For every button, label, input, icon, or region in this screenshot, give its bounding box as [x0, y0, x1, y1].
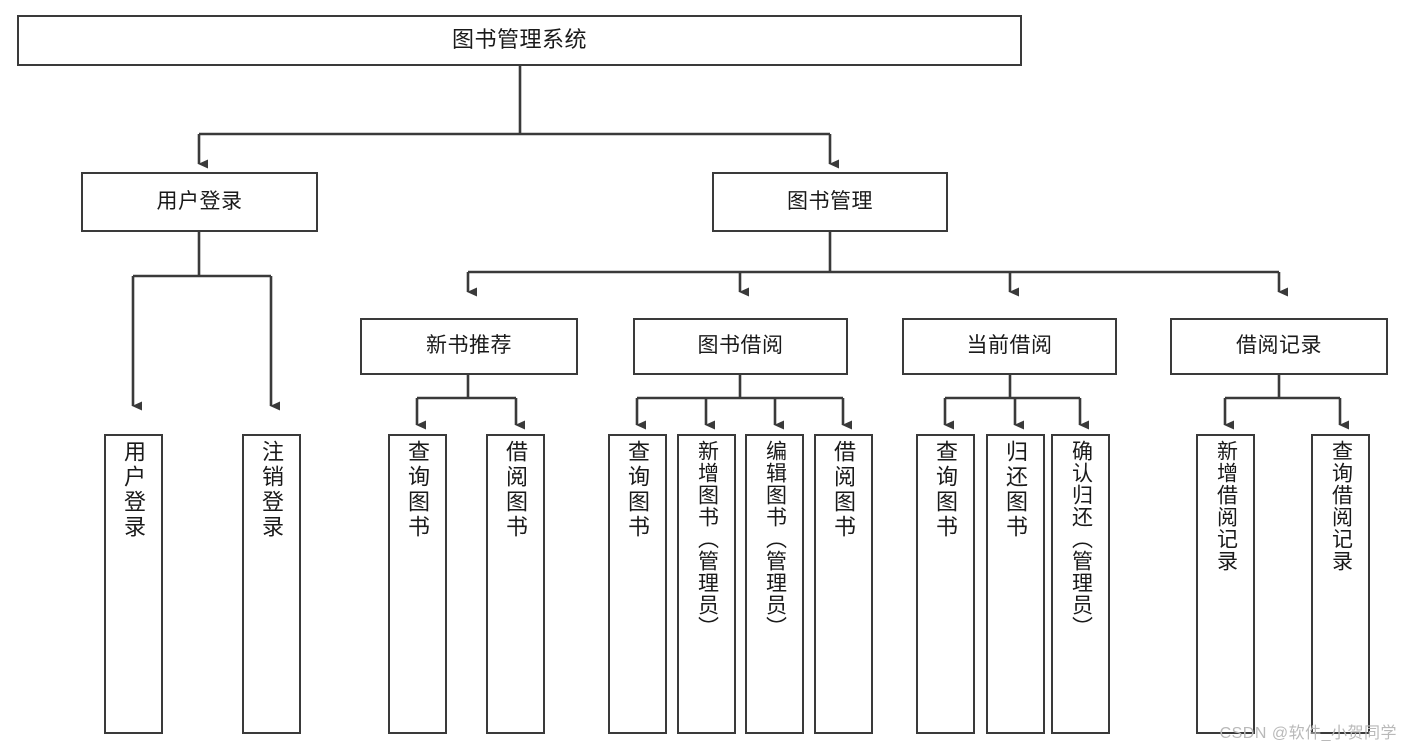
leaf-confirm-return-admin[interactable]: 确认归还（管理员） — [1051, 434, 1110, 734]
node-label: 确认归还（管理员） — [1069, 440, 1093, 638]
node-label: 图书管理 — [787, 189, 873, 213]
leaf-borrow-book[interactable]: 借阅图书 — [814, 434, 873, 734]
node-book-borrow[interactable]: 图书借阅 — [633, 318, 848, 375]
node-label: 查询图书 — [625, 440, 651, 540]
leaf-return-book[interactable]: 归还图书 — [986, 434, 1045, 734]
leaf-query-book-recommend[interactable]: 查询图书 — [388, 434, 447, 734]
leaf-borrow-book-recommend[interactable]: 借阅图书 — [486, 434, 545, 734]
node-label: 查询图书 — [405, 440, 431, 540]
node-label: 图书管理系统 — [451, 27, 587, 53]
node-label: 新书推荐 — [426, 334, 512, 358]
node-label: 图书借阅 — [697, 334, 784, 358]
leaf-query-borrow-record[interactable]: 查询借阅记录 — [1311, 434, 1370, 734]
node-label: 编辑图书（管理员） — [763, 440, 787, 638]
leaf-add-book-admin[interactable]: 新增图书（管理员） — [677, 434, 736, 734]
node-label: 新增借阅记录 — [1214, 440, 1238, 572]
node-label: 查询图书 — [933, 440, 959, 540]
node-label: 归还图书 — [1003, 440, 1029, 540]
node-user-login-branch[interactable]: 用户登录 — [81, 172, 318, 232]
node-new-book-recommend[interactable]: 新书推荐 — [360, 318, 578, 375]
node-label: 用户登录 — [156, 189, 243, 213]
node-label: 借阅图书 — [503, 440, 529, 540]
node-current-borrow[interactable]: 当前借阅 — [902, 318, 1117, 375]
leaf-logout[interactable]: 注销登录 — [242, 434, 301, 734]
leaf-user-login[interactable]: 用户登录 — [104, 434, 163, 734]
watermark: CSDN @软件_小贺同学 — [1219, 725, 1397, 742]
node-label: 借阅记录 — [1236, 334, 1322, 358]
node-book-management-branch[interactable]: 图书管理 — [712, 172, 948, 232]
node-label: 当前借阅 — [966, 334, 1053, 358]
leaf-query-book-borrow[interactable]: 查询图书 — [608, 434, 667, 734]
node-borrow-records[interactable]: 借阅记录 — [1170, 318, 1388, 375]
leaf-query-book-current[interactable]: 查询图书 — [916, 434, 975, 734]
node-label: 用户登录 — [121, 440, 147, 540]
node-label: 注销登录 — [259, 440, 285, 540]
leaf-add-borrow-record[interactable]: 新增借阅记录 — [1196, 434, 1255, 734]
node-root[interactable]: 图书管理系统 — [17, 15, 1022, 66]
leaf-edit-book-admin[interactable]: 编辑图书（管理员） — [745, 434, 804, 734]
node-label: 查询借阅记录 — [1329, 440, 1353, 572]
node-label: 借阅图书 — [831, 440, 857, 540]
node-label: 新增图书（管理员） — [695, 440, 719, 638]
